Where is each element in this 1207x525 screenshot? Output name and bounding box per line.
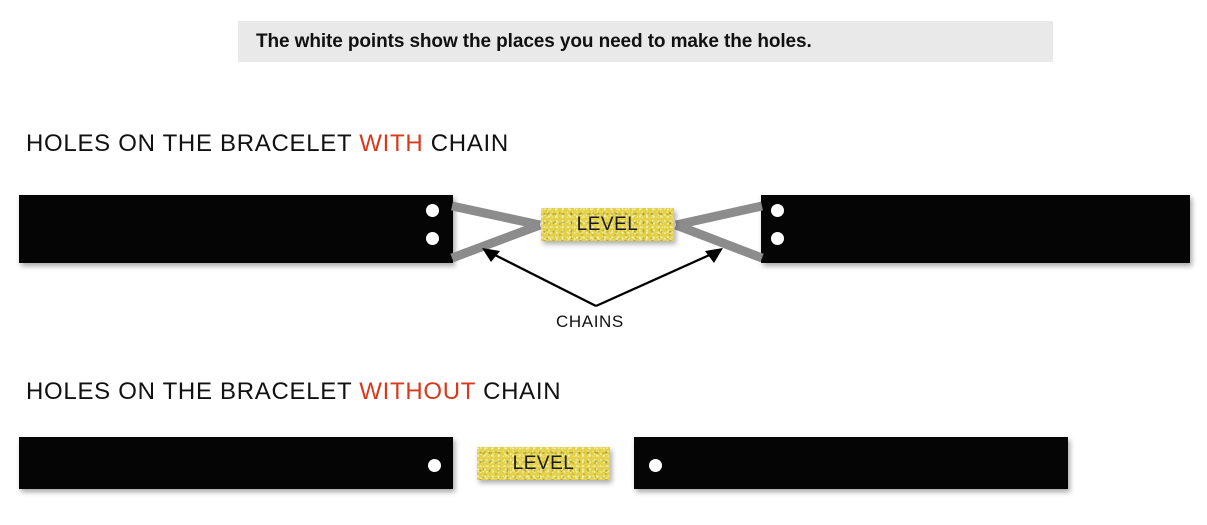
section-heading-without-chain: HOLES ON THE BRACELET WITHOUT CHAIN [26, 378, 561, 406]
bracelet-strap-bottom-right [634, 437, 1068, 489]
section-heading-with-chain: HOLES ON THE BRACELET WITH CHAIN [26, 130, 509, 158]
arrow-head-right-icon [705, 248, 723, 263]
heading-prefix: HOLES ON THE BRACELET [26, 130, 360, 157]
instruction-banner: The white points show the places you nee… [238, 21, 1053, 62]
level-tag-label: LEVEL [576, 213, 639, 235]
chain-line-right-upper [675, 201, 763, 230]
hole-marker [649, 459, 662, 472]
heading-keyword-with: WITH [359, 130, 424, 157]
heading-suffix: CHAIN [423, 130, 509, 157]
hole-marker [771, 232, 784, 245]
arrow-line-left [490, 251, 597, 308]
chain-line-left-upper [451, 201, 541, 230]
arrow-head-left-icon [482, 248, 500, 262]
instruction-text: The white points show the places you nee… [256, 30, 812, 52]
bracelet-strap-top-left [19, 195, 453, 263]
hole-marker [771, 204, 784, 217]
heading-keyword-without: WITHOUT [359, 378, 476, 405]
level-tag-without-chain: LEVEL [477, 447, 610, 480]
chains-label: CHAINS [556, 312, 624, 331]
heading-suffix: CHAIN [475, 378, 562, 405]
chains-callout-arrows [482, 248, 723, 308]
arrow-line-right [595, 251, 715, 308]
hole-marker [426, 232, 439, 245]
bracelet-strap-bottom-left [19, 437, 453, 489]
hole-marker [428, 459, 441, 472]
level-tag-label: LEVEL [512, 452, 575, 474]
bracelet-strap-top-right [761, 195, 1190, 263]
heading-prefix: HOLES ON THE BRACELET [26, 378, 360, 405]
level-tag-with-chain: LEVEL [541, 208, 674, 241]
hole-marker [426, 204, 439, 217]
chain-graphic [450, 201, 764, 263]
chain-line-right-lower [674, 220, 764, 263]
chain-line-left-lower [450, 220, 542, 263]
